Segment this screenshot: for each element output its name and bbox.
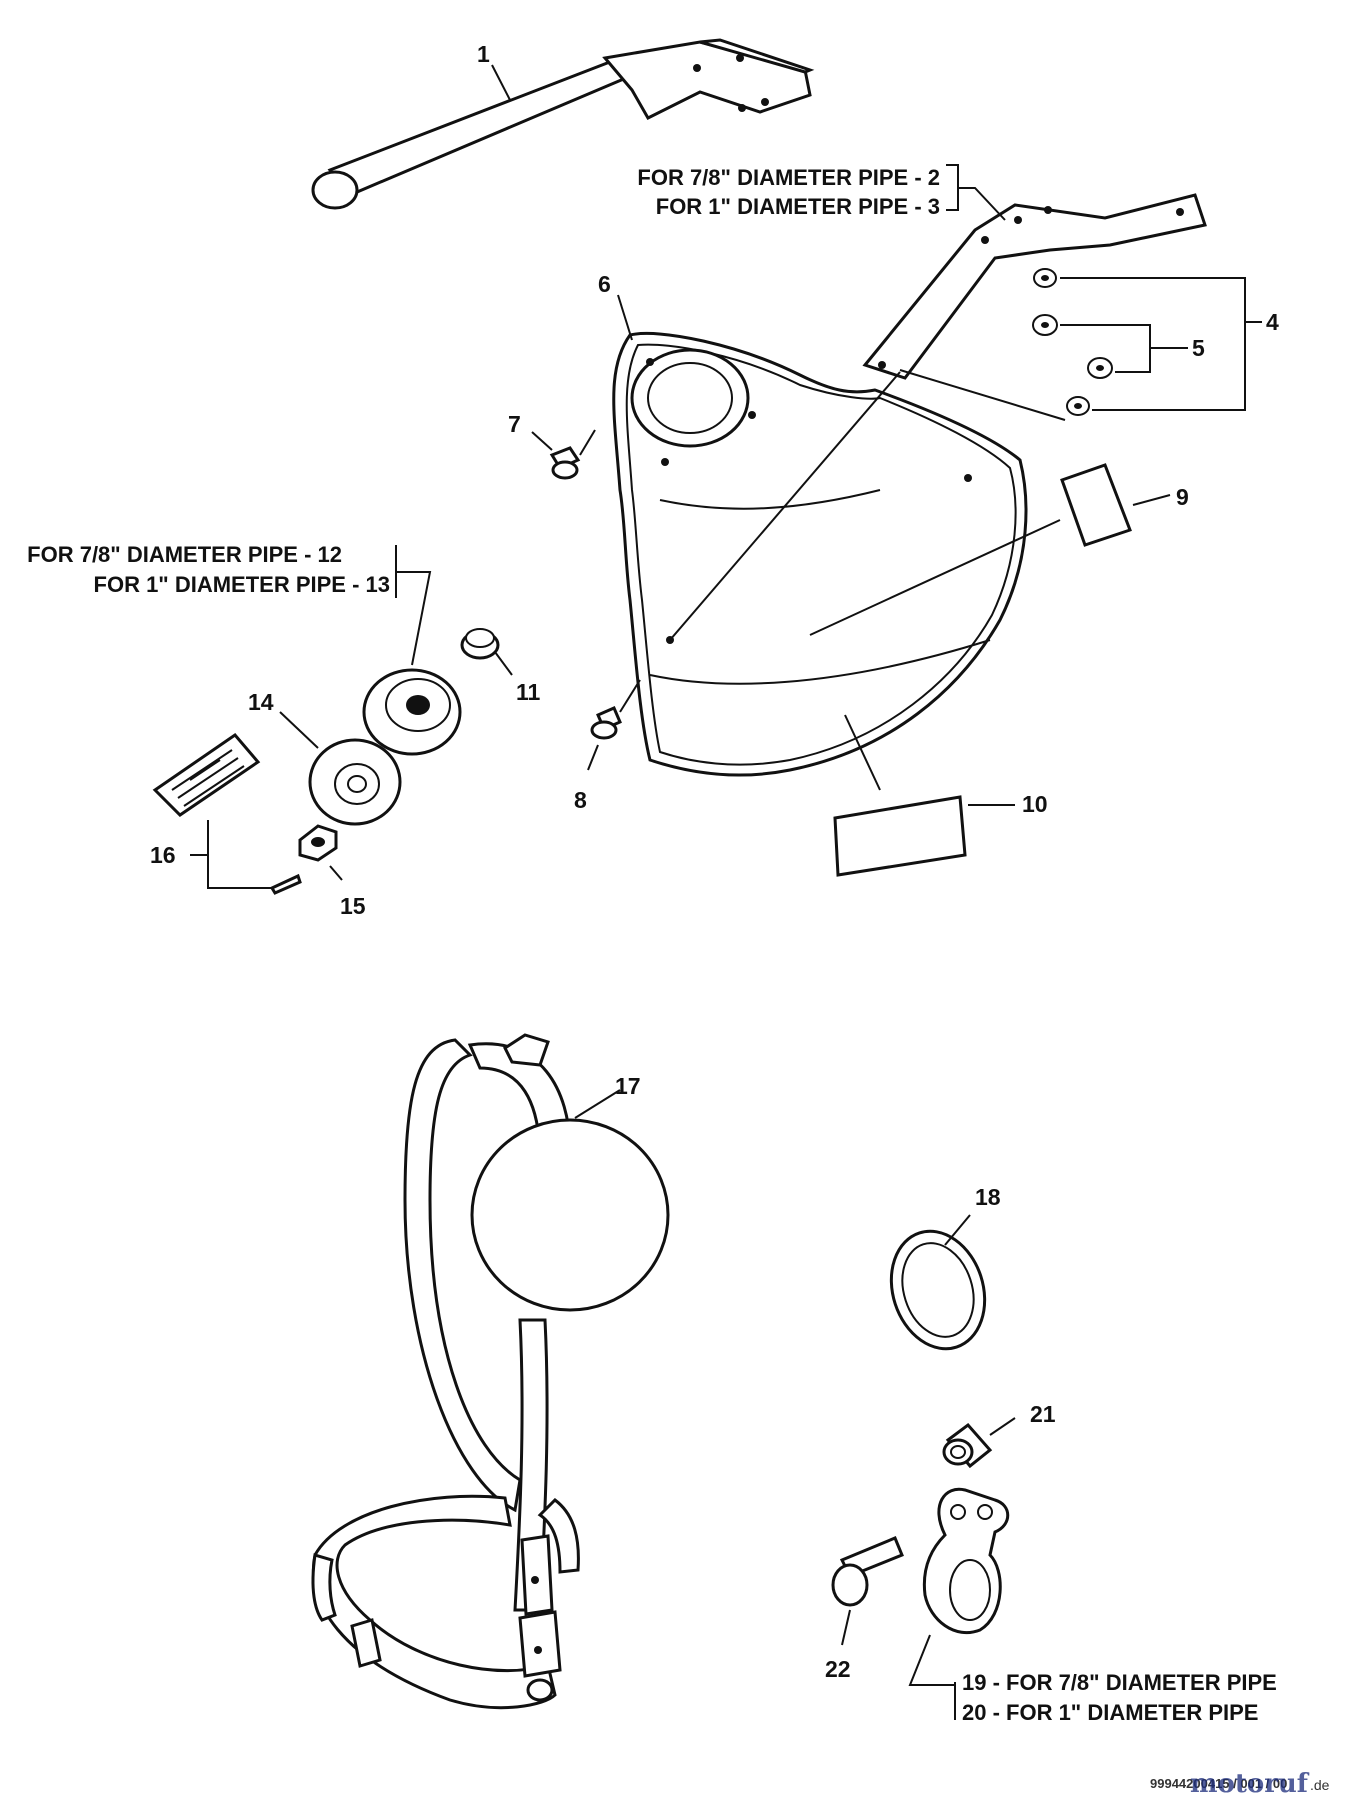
leader-17	[574, 1089, 621, 1119]
leader-8	[587, 744, 599, 771]
callout-7: 7	[508, 411, 521, 437]
washer-nut-set	[1032, 268, 1113, 416]
callout-18: 18	[975, 1184, 1001, 1210]
washer-plate-part	[308, 738, 402, 826]
note-bracket-2: FOR 7/8" DIAMETER PIPE - 2	[637, 165, 940, 190]
callout-21: 21	[1030, 1401, 1056, 1427]
note-clamp-19: 19 - FOR 7/8" DIAMETER PIPE	[962, 1670, 1277, 1695]
leader-21	[989, 1417, 1016, 1436]
leader-19-20	[908, 1634, 955, 1686]
warning-label-part	[809, 463, 1132, 636]
leader-4	[1060, 277, 1246, 411]
watermark-suffix: .de	[1310, 1777, 1330, 1793]
note-holder-12: FOR 7/8" DIAMETER PIPE - 12	[27, 542, 342, 567]
leader-14	[279, 711, 319, 749]
shoulder-harness-part	[311, 1033, 670, 1710]
spacer-part	[460, 628, 500, 660]
note-holder-13: FOR 1" DIAMETER PIPE - 13	[94, 572, 390, 597]
nut-part	[298, 824, 338, 862]
sleeve-part	[942, 1422, 993, 1469]
pipe-clamp-part	[922, 1487, 1010, 1635]
guard-bolt-upper	[549, 446, 581, 480]
leader-7	[531, 431, 553, 451]
callout-8: 8	[574, 787, 587, 813]
callout-14: 14	[248, 689, 274, 715]
drawing-code: 99944200415 / 001 / 00	[1150, 1776, 1287, 1791]
guard-bolt-lower	[590, 706, 622, 740]
note-clamp-20: 20 - FOR 1" DIAMETER PIPE	[962, 1700, 1258, 1725]
leader-12-13	[395, 545, 432, 666]
leader-9	[1132, 494, 1171, 506]
leader-8b	[619, 679, 641, 713]
callout-17: 17	[615, 1073, 641, 1099]
leader-2-3	[946, 164, 1006, 221]
handle-bar-part	[311, 38, 815, 210]
leader-16	[207, 820, 272, 889]
trimmer-guard-part	[612, 331, 1028, 777]
callout-15: 15	[340, 893, 366, 919]
bracket-to-washer-line	[899, 369, 1066, 421]
leader-1	[491, 64, 511, 101]
callout-1: 1	[477, 41, 490, 67]
callout-9: 9	[1176, 484, 1189, 510]
watermark-logo: motoruf	[1190, 1769, 1310, 1799]
spare-parts-kit	[152, 732, 302, 895]
leader-11	[494, 651, 513, 676]
leader-7b	[579, 429, 596, 456]
callout-10: 10	[1022, 791, 1048, 817]
leader-6	[617, 294, 633, 341]
holder-part	[362, 668, 462, 756]
callout-6: 6	[598, 271, 611, 297]
callout-4: 4	[1266, 309, 1279, 335]
leader-18	[944, 1214, 971, 1246]
callout-22: 22	[825, 1656, 851, 1682]
instruction-label-part	[833, 714, 967, 877]
leader-15	[329, 865, 343, 881]
clamp-bolt-part	[831, 1536, 904, 1607]
callout-16: 16	[150, 842, 176, 868]
callout-5: 5	[1192, 335, 1205, 361]
o-ring-part	[889, 1229, 987, 1351]
leader-22	[841, 1609, 851, 1646]
bracket-part	[862, 193, 1207, 380]
callout-11: 11	[516, 679, 541, 705]
note-bracket-3: FOR 1" DIAMETER PIPE - 3	[656, 194, 940, 219]
